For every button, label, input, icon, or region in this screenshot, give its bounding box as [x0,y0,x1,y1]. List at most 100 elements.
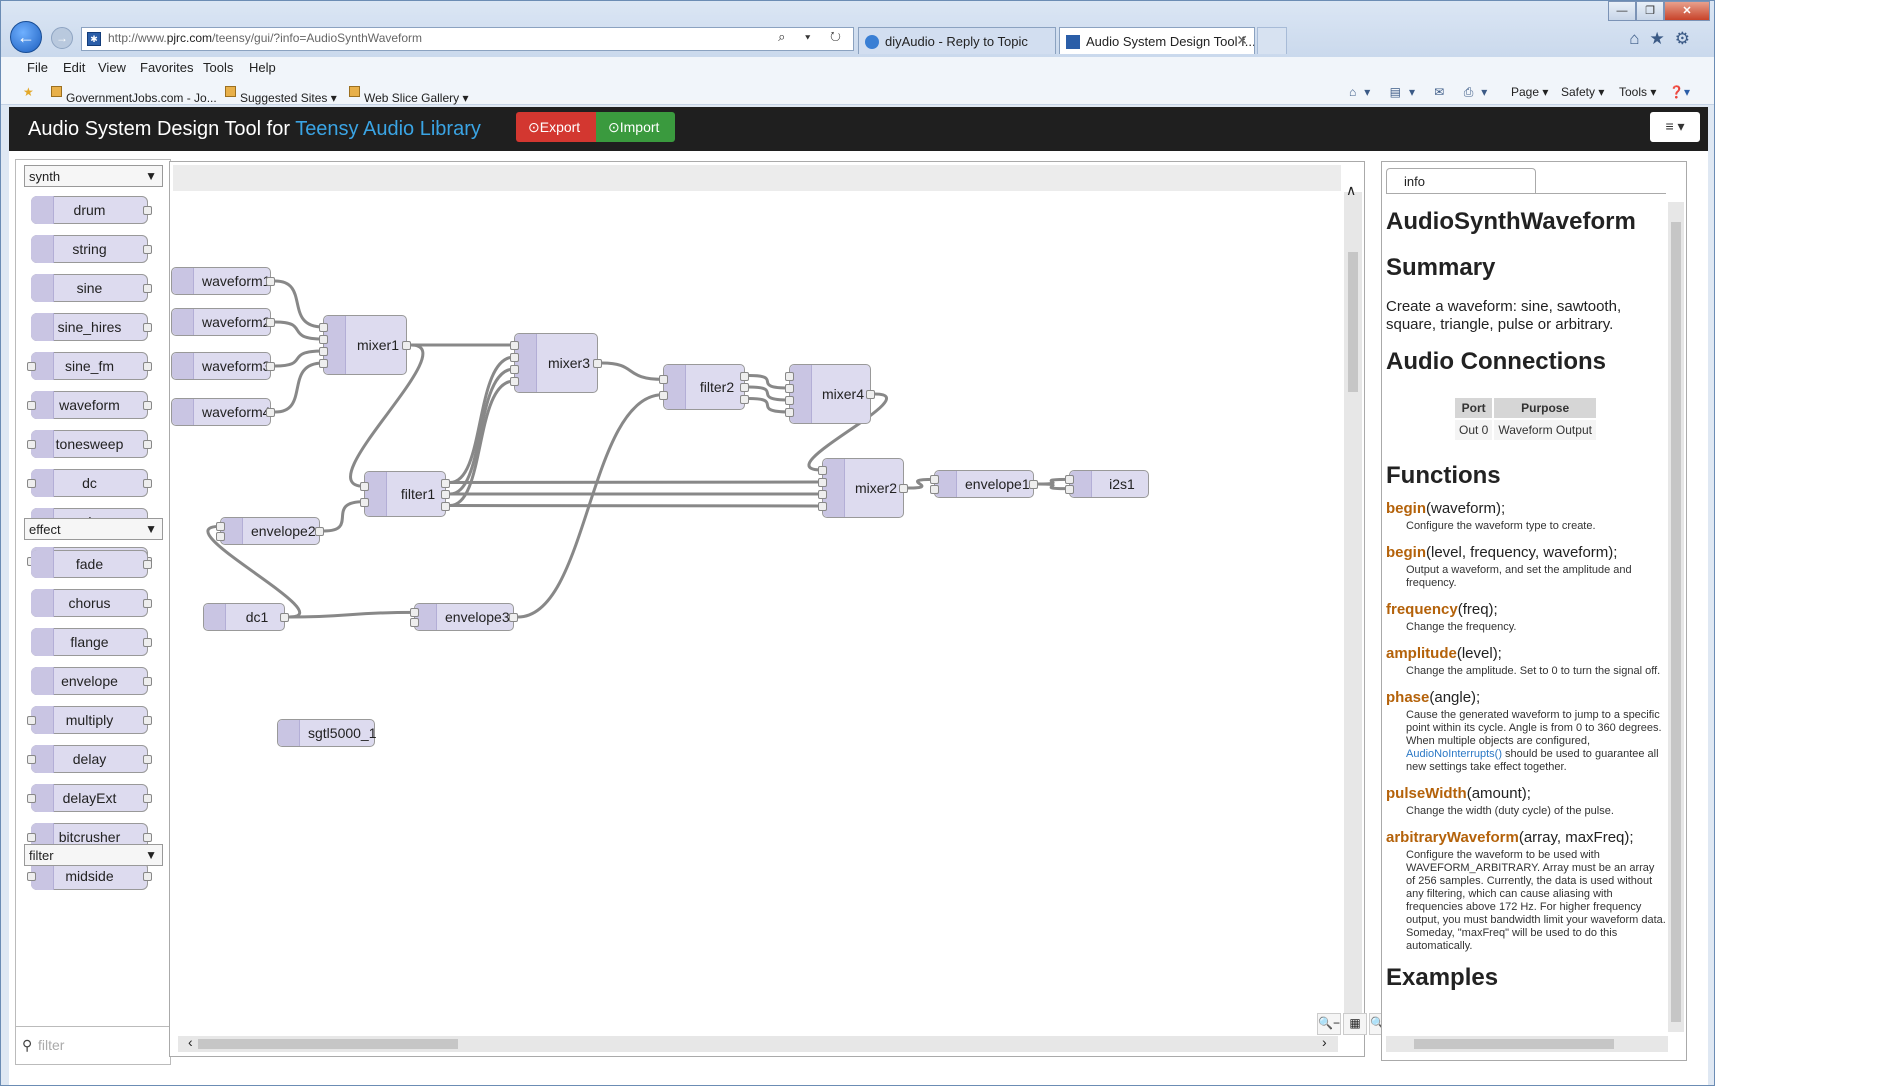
menu-favorites[interactable]: Favorites [140,60,194,75]
output-port[interactable] [143,245,152,254]
output-port[interactable] [402,341,411,350]
command-tools[interactable]: Tools ▾ [1619,85,1657,99]
flow-node-mixer4[interactable]: mixer4 [785,364,875,424]
output-port[interactable] [143,479,152,488]
wire[interactable] [274,361,324,414]
palette-node-tonesweep[interactable]: tonesweep [27,430,152,458]
output-port[interactable] [266,362,275,371]
scroll-right-icon[interactable]: › [1322,1034,1327,1050]
output-port[interactable] [740,371,749,381]
output-port[interactable] [266,408,275,417]
wire[interactable] [349,343,425,488]
scroll-thumb[interactable] [1348,252,1358,392]
command-page[interactable]: Page ▾ [1511,85,1549,99]
palette-node-sine[interactable]: sine [31,274,152,302]
input-port[interactable] [216,531,225,541]
palette-node-dc[interactable]: dc [27,469,152,497]
scroll-up-icon[interactable]: ∧ [1346,182,1357,198]
input-port[interactable] [510,341,519,350]
wire[interactable] [807,392,888,472]
palette-node-string[interactable]: string [31,235,152,263]
info-horizontal-scrollbar[interactable] [1386,1036,1668,1052]
palette-node-delayext[interactable]: delayExt [27,784,152,812]
output-port[interactable] [593,359,602,368]
output-port[interactable] [740,383,749,392]
input-port[interactable] [319,335,328,344]
export-button[interactable]: ⊙Export [516,112,596,142]
input-port[interactable] [930,475,939,485]
flow-node-filter1[interactable]: filter1 [360,471,450,517]
output-port[interactable] [143,599,152,608]
command-icons[interactable]: ⌂▾ ▤▾ ✉ ⎙▾ [1349,85,1496,99]
tab-diyaudio[interactable]: diyAudio - Reply to Topic [858,27,1056,54]
input-port[interactable] [510,353,519,362]
flow-node-mixer3[interactable]: mixer3 [510,333,602,393]
wire[interactable] [274,320,324,341]
favorites-star-icon[interactable]: ★ [1649,29,1675,48]
fav-suggested-sites[interactable]: Suggested Sites ▾ [225,85,337,105]
output-port[interactable] [143,872,152,881]
palette-filter-input[interactable]: ⚲filter [16,1026,170,1064]
output-port[interactable] [315,527,324,536]
wire[interactable] [323,500,365,533]
output-port[interactable] [441,490,450,499]
favorites-star-icon[interactable]: ★ [23,85,34,99]
input-port[interactable] [659,375,668,385]
info-vertical-scrollbar[interactable] [1668,202,1684,1032]
palette-node-chorus[interactable]: chorus [31,589,152,617]
output-port[interactable] [441,478,450,488]
input-port[interactable] [27,440,36,449]
app-title-link[interactable]: Teensy Audio Library [295,118,481,140]
output-port[interactable] [266,318,275,327]
flow-node-dc1[interactable]: dc1 [203,603,289,631]
menu-edit[interactable]: Edit [63,60,86,75]
scroll-thumb[interactable] [1414,1039,1614,1049]
input-port[interactable] [319,347,328,356]
wire[interactable] [449,379,515,507]
input-port[interactable] [319,323,328,332]
wire[interactable] [288,610,415,619]
wire[interactable] [449,480,823,484]
palette-node-fade[interactable]: fade [31,550,152,578]
output-port[interactable] [143,677,152,686]
app-menu-button[interactable]: ≡ ▾ [1650,112,1700,142]
forward-button[interactable]: → [51,27,73,49]
canvas-horizontal-scrollbar[interactable] [178,1036,1338,1052]
input-port[interactable] [1065,484,1074,494]
wire[interactable] [274,349,324,368]
palette-node-sine-hires[interactable]: sine_hires [31,313,152,341]
menu-file[interactable]: File [27,60,48,75]
output-port[interactable] [143,284,152,293]
output-port[interactable] [143,440,152,449]
palette-node-flange[interactable]: flange [31,628,152,656]
category-filter[interactable]: filter▼ [24,844,163,866]
category-effect[interactable]: effect▼ [24,518,163,540]
output-port[interactable] [866,390,875,399]
input-port[interactable] [27,872,36,881]
menu-view[interactable]: View [98,60,126,75]
command-safety[interactable]: Safety ▾ [1561,85,1605,99]
output-port[interactable] [280,613,289,622]
tab-audio-design-tool[interactable]: Audio System Design Tool f...✕ [1059,27,1255,54]
input-port[interactable] [360,482,369,492]
flow-node-i2s1[interactable]: i2s1 [1065,470,1149,498]
output-port[interactable] [899,484,908,493]
home-icon[interactable]: ⌂ [1629,29,1650,48]
output-port[interactable] [143,755,152,764]
palette-node-multiply[interactable]: multiply [27,706,152,734]
input-port[interactable] [27,794,36,803]
output-port[interactable] [143,362,152,371]
palette-node-drum[interactable]: drum [31,196,152,224]
flow-node-sgtl5000-1[interactable]: sgtl5000_1 [277,719,377,747]
input-port[interactable] [785,396,794,405]
scroll-left-icon[interactable]: ‹ [188,1034,193,1050]
input-port[interactable] [1065,475,1074,485]
flow-node-filter2[interactable]: filter2 [659,364,749,410]
output-port[interactable] [143,794,152,803]
output-port[interactable] [143,833,152,842]
palette-node-delay[interactable]: delay [27,745,152,773]
input-port[interactable] [319,359,328,368]
input-port[interactable] [216,522,225,532]
output-port[interactable] [143,206,152,215]
input-port[interactable] [27,362,36,371]
